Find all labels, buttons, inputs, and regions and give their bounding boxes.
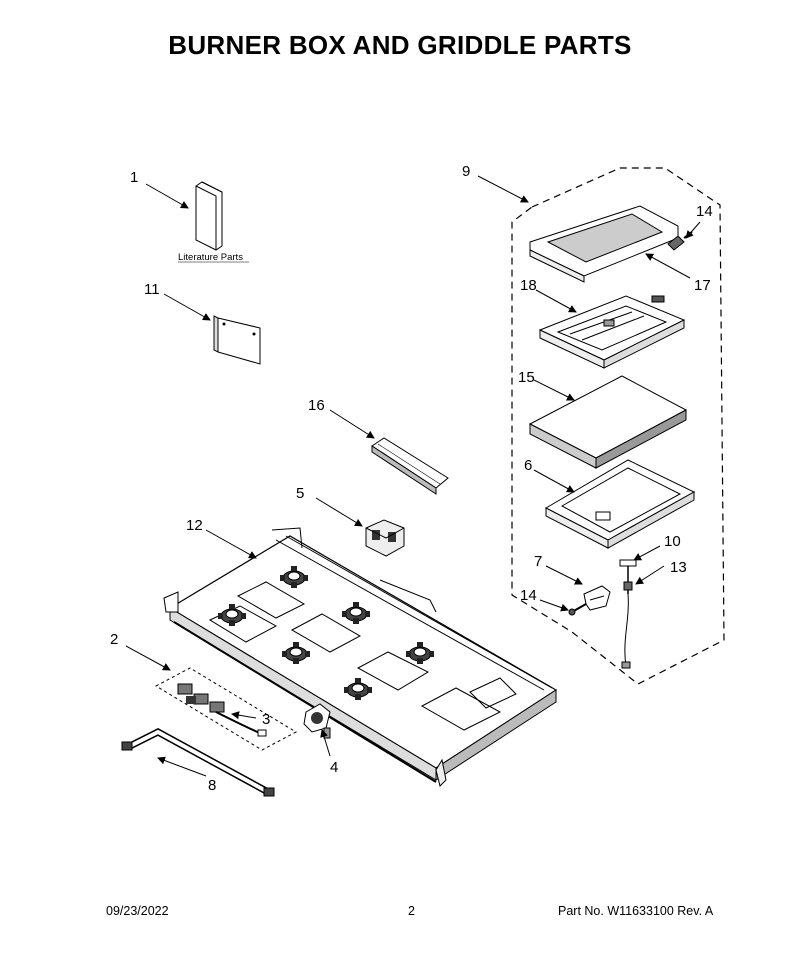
callout-16: 16 [308,397,325,414]
gas-tube-part-8 [121,728,275,797]
callout-10: 10 [664,533,681,550]
valve-part-4 [303,703,331,739]
clip-part-7 [583,585,611,611]
callout-5: 5 [296,485,304,502]
footer-date: 09/23/2022 [106,904,169,918]
panel-part-11 [213,315,261,365]
callout-18: 18 [520,277,537,294]
griddle-plate-part-17 [529,205,679,283]
burner-box-part-12 [163,527,558,787]
callout-15: 15 [518,369,535,386]
griddle-burner-part-18 [538,295,686,369]
footer-part-number: Part No. W11633100 Rev. A [558,904,714,918]
callout-2: 2 [110,631,118,648]
wire-harness-part-3 [215,711,267,737]
callout-6: 6 [524,457,532,474]
callout-14-upper: 14 [696,203,713,220]
callout-11: 11 [144,281,160,298]
callout-1: 1 [130,169,138,186]
footer-page-number: 2 [408,904,415,918]
probe-part-10 [619,559,637,669]
literature-parts-label: Literature Parts [178,252,243,263]
screw-part-14-lower [568,603,587,616]
callout-13: 13 [670,559,687,576]
literature-parts-part [195,181,223,251]
callout-4: 4 [330,759,338,776]
callout-3: 3 [262,711,270,728]
bracket-part-5 [365,519,405,557]
callout-7: 7 [534,553,542,570]
callout-arrows [125,175,701,777]
tray-part-6 [544,459,696,549]
grease-tray-part-16 [371,437,449,495]
griddle-assembly-boundary [511,167,725,685]
callout-9: 9 [462,163,470,180]
callout-14-lower: 14 [520,587,537,604]
page-title: BURNER BOX AND GRIDDLE PARTS [168,30,632,60]
callout-8: 8 [208,777,216,794]
plate-part-15 [528,375,688,469]
callout-12: 12 [186,517,203,534]
callout-17: 17 [694,277,711,294]
